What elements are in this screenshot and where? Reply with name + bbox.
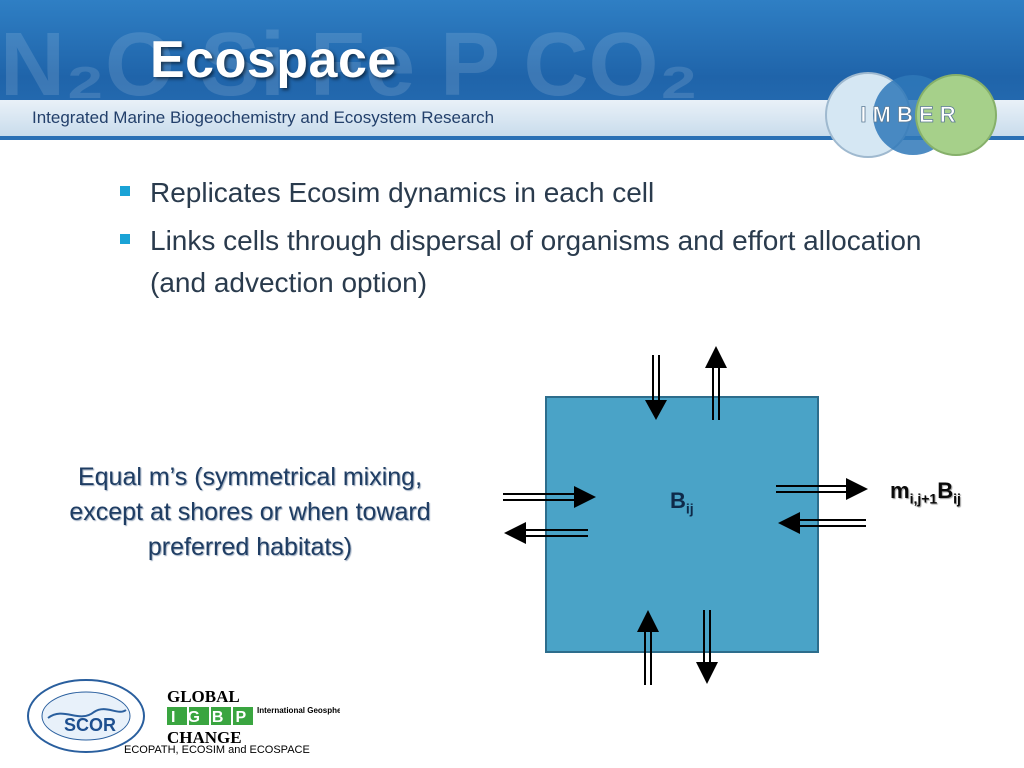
bullet-item: Links cells through dispersal of organis… <box>120 220 980 304</box>
slide-title: Ecospace <box>150 31 397 89</box>
arrow-top-in <box>645 355 667 420</box>
igbp-global: GLOBAL <box>167 687 240 706</box>
bullet-item: Replicates Ecosim dynamics in each cell <box>120 172 980 214</box>
flow-label-m: m <box>890 478 910 503</box>
flow-label-m-sub: i,j+1 <box>909 490 938 507</box>
imber-logo: I M B E R <box>825 72 997 158</box>
grid-cell <box>545 396 819 653</box>
footer-caption: ECOPATH, ECOSIM and ECOSPACE <box>124 744 310 756</box>
cell-biomass-label: Bij <box>670 488 694 516</box>
scor-logo-text: SCOR <box>64 715 116 735</box>
square-bullet-icon <box>120 234 130 244</box>
arrow-left-in <box>503 486 596 508</box>
flow-rate-label: mi,j+1Bij <box>890 478 961 506</box>
bullet-text: Links cells through dispersal of organis… <box>150 225 922 298</box>
arrow-bottom-in <box>637 610 659 685</box>
bullet-text: Replicates Ecosim dynamics in each cell <box>150 177 655 208</box>
cell-label-main: B <box>670 488 686 513</box>
imber-logo-text: I M B E R <box>860 102 955 127</box>
header-bg-letters: N₂O Si Fe P CO₂ <box>0 15 698 115</box>
arrow-bottom-out <box>696 610 718 684</box>
flow-label-b-sub: ij <box>953 490 961 507</box>
arrow-right-in <box>778 512 866 534</box>
header-background-letters: N₂O Si Fe P CO₂ <box>0 15 698 115</box>
igbp-description: International Geosphere-Biosphere Progra… <box>257 706 340 715</box>
mixing-note: Equal m’s (symmetrical mixing, except at… <box>69 463 431 561</box>
header-subtitle: Integrated Marine Biogeochemistry and Ec… <box>32 108 495 127</box>
arrow-left-out <box>504 522 588 544</box>
arrow-top-out <box>705 346 727 420</box>
igbp-change: CHANGE <box>167 728 242 747</box>
igbp-letters: IGBP <box>171 709 258 726</box>
igbp-logo: GLOBAL IGBP International Geosphere-Bios… <box>167 687 340 747</box>
flow-label-b: B <box>937 478 954 503</box>
scor-logo: SCOR <box>27 679 145 753</box>
bullet-list: Replicates Ecosim dynamics in each cell … <box>120 172 980 304</box>
cell-label-sub: ij <box>685 500 694 517</box>
arrow-right-out <box>776 478 868 500</box>
square-bullet-icon <box>120 186 130 196</box>
